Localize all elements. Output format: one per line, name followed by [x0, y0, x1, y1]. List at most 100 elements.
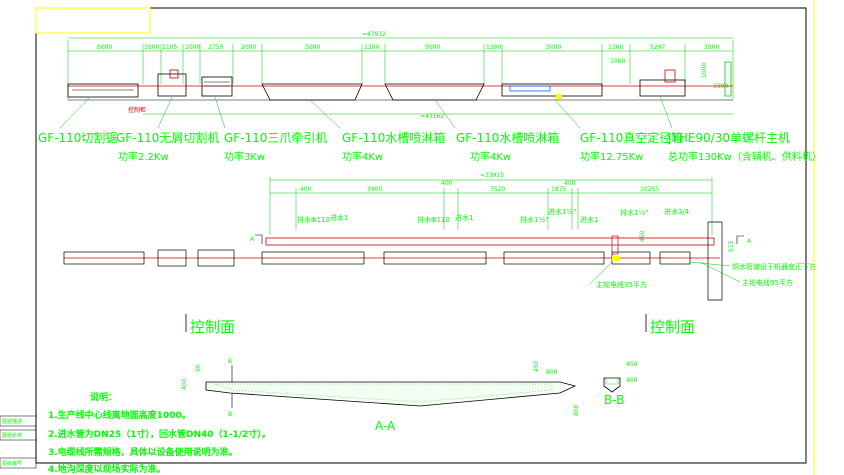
note-4: 4.地沟深度以现场实际为准。	[48, 463, 166, 475]
overall-length: ≈47912	[362, 31, 386, 38]
plan-haul-off	[197, 249, 235, 267]
seg-dim-7: 1200	[364, 44, 379, 51]
section-arrow-right	[736, 235, 744, 244]
bb-detail	[603, 377, 621, 393]
pipe-label-2: 排水Φ110	[417, 215, 450, 224]
machine-power-2: 功率3Kw	[224, 150, 265, 163]
top-view: ≈47912 6000 1000 2105 1000 2750 2000 500…	[38, 31, 822, 163]
plan-dim-3: 7520	[490, 186, 505, 193]
machine-name-4: GF-110水槽喷淋箱	[456, 130, 559, 145]
seg-dim-2: 2105	[162, 44, 177, 51]
bb-dim-0: 450	[626, 361, 638, 368]
title-block-2: 图纸编号	[2, 460, 22, 467]
machine-name-6: JYHE90/30单螺杆主机	[667, 131, 790, 145]
seg-dim-0: 6000	[97, 44, 112, 51]
plan-tank-2	[383, 251, 487, 265]
seg-dim-9: 1200	[486, 44, 501, 51]
plan-feeder	[659, 251, 691, 265]
pipe-label-8: 进水3/4	[664, 207, 690, 216]
haul-off	[201, 76, 233, 97]
pipe-label-4: 排水1½"	[520, 215, 548, 224]
section-view: B B 90 400 450 800 800 A-A 450 400 B-B	[181, 358, 638, 433]
machine-name-2: GF-110三爪牵引机	[224, 131, 327, 145]
cable-label-1: 铜水管铺设于机器底正下方	[732, 262, 816, 271]
pipe-label-3: 进水1	[455, 213, 473, 222]
seg-dim-12: 5297	[650, 44, 665, 51]
title-block-1: 图纸名称	[2, 432, 22, 439]
plan-chipless	[157, 249, 187, 267]
trench	[265, 237, 715, 246]
machine-power-1: 功率2.2Kw	[118, 150, 169, 163]
section-b-top: B	[228, 358, 232, 365]
notes: 说明： 1.生产线中心线离地面高度1000。 2.进水管为DN25（1寸），回水…	[48, 391, 271, 475]
machine-power-6: 总功率130Kw（含辅机、供料机）	[668, 150, 822, 163]
cable-label-2: 主缆电线95平方	[742, 278, 793, 287]
plan-cabinet	[707, 221, 723, 301]
title-block-0: 图纸描述	[2, 418, 22, 425]
bb-title: B-B	[604, 393, 624, 407]
seg-dim-8: 5000	[425, 44, 440, 51]
sub-length: ≈43162	[420, 113, 444, 120]
plan-view: ≈33915 400 3900 400 7520 1875 400 10255 …	[63, 172, 816, 336]
note-2: 2.进水管为DN25（1寸），回水管DN40（1-1/2寸）。	[48, 428, 271, 440]
plan-dim-6: 10255	[640, 186, 659, 193]
title-block: 图纸描述 图纸名称 图纸编号	[0, 415, 37, 469]
title-stamp-box	[35, 7, 151, 34]
seg-dim-6: 5000	[305, 44, 320, 51]
plan-ticks	[269, 177, 713, 235]
section-dim-4: 800	[573, 404, 580, 416]
section-dim-2: 450	[533, 360, 540, 372]
machine-leaders	[59, 95, 673, 129]
section-dim-3: 800	[546, 369, 558, 376]
plan-dim-0: 400	[300, 186, 312, 193]
seg-dim-10: 5000	[546, 44, 561, 51]
section-title: A-A	[375, 419, 396, 433]
notes-title: 说明：	[90, 391, 117, 403]
pipe-label-5: 进水1½"	[548, 207, 576, 216]
control-face-left: 控制面	[190, 318, 235, 336]
pipe-label-0: 排水Φ110	[297, 215, 330, 224]
small-dim-1: 1090	[701, 63, 708, 78]
section-marker-left: A	[250, 236, 255, 243]
bb-dim-1: 400	[626, 377, 638, 384]
trench-profile	[205, 381, 577, 407]
cable-leaders	[589, 261, 741, 285]
seg-dim-1: 1000	[144, 44, 159, 51]
machine-power-3: 功率4Kw	[342, 150, 383, 163]
seg-dim-13: 3000	[704, 44, 719, 51]
section-dim-1: 400	[181, 378, 188, 390]
plan-overall-length: ≈33915	[480, 172, 504, 179]
side-dim-0: 515	[728, 240, 735, 252]
note-1: 1.生产线中心线离地面高度1000。	[48, 409, 191, 421]
plan-dim-2: 400	[441, 180, 453, 187]
plan-tank-1	[261, 251, 365, 265]
section-b-bottom: B	[228, 411, 232, 418]
plan-dim-5: 400	[564, 180, 576, 187]
spray-tank-1	[261, 83, 363, 101]
machine-name-3: GF-110水槽喷淋箱	[342, 130, 445, 145]
cutting-saw	[67, 83, 139, 98]
seg-dim-11: 1360	[608, 44, 623, 51]
machine-name-0: GF-110切割锯	[38, 130, 117, 145]
machine-name-1: GF-110无屑切割机	[116, 130, 219, 145]
pipe-label-7: 排水1½"	[620, 208, 648, 217]
drawing-frame	[35, 7, 807, 464]
section-marker-right: A	[747, 238, 752, 245]
chipless-cutter	[157, 73, 187, 97]
plan-cutter	[63, 251, 145, 265]
note-3: 3.电缆线所需规格，具体以设备使用说明为准。	[48, 446, 238, 458]
plan-dim-1: 3900	[367, 186, 382, 193]
machine-power-5: 功率12.75Kw	[580, 150, 643, 163]
side-dim-1: 450	[639, 230, 646, 242]
pipe-label-1: 进水1	[330, 213, 348, 222]
small-dim-0: 1060	[610, 58, 625, 65]
section-dim-0: 90	[195, 364, 202, 372]
vacuum-tank	[501, 83, 603, 97]
seg-dim-3: 1000	[185, 44, 200, 51]
plan-vacuum	[503, 251, 605, 265]
cable-label-0: 主缆电线35平方	[596, 280, 647, 289]
extruder	[639, 79, 686, 97]
control-cabinet-label: 控制柜	[128, 106, 146, 114]
control-face-right: 控制面	[650, 318, 695, 336]
